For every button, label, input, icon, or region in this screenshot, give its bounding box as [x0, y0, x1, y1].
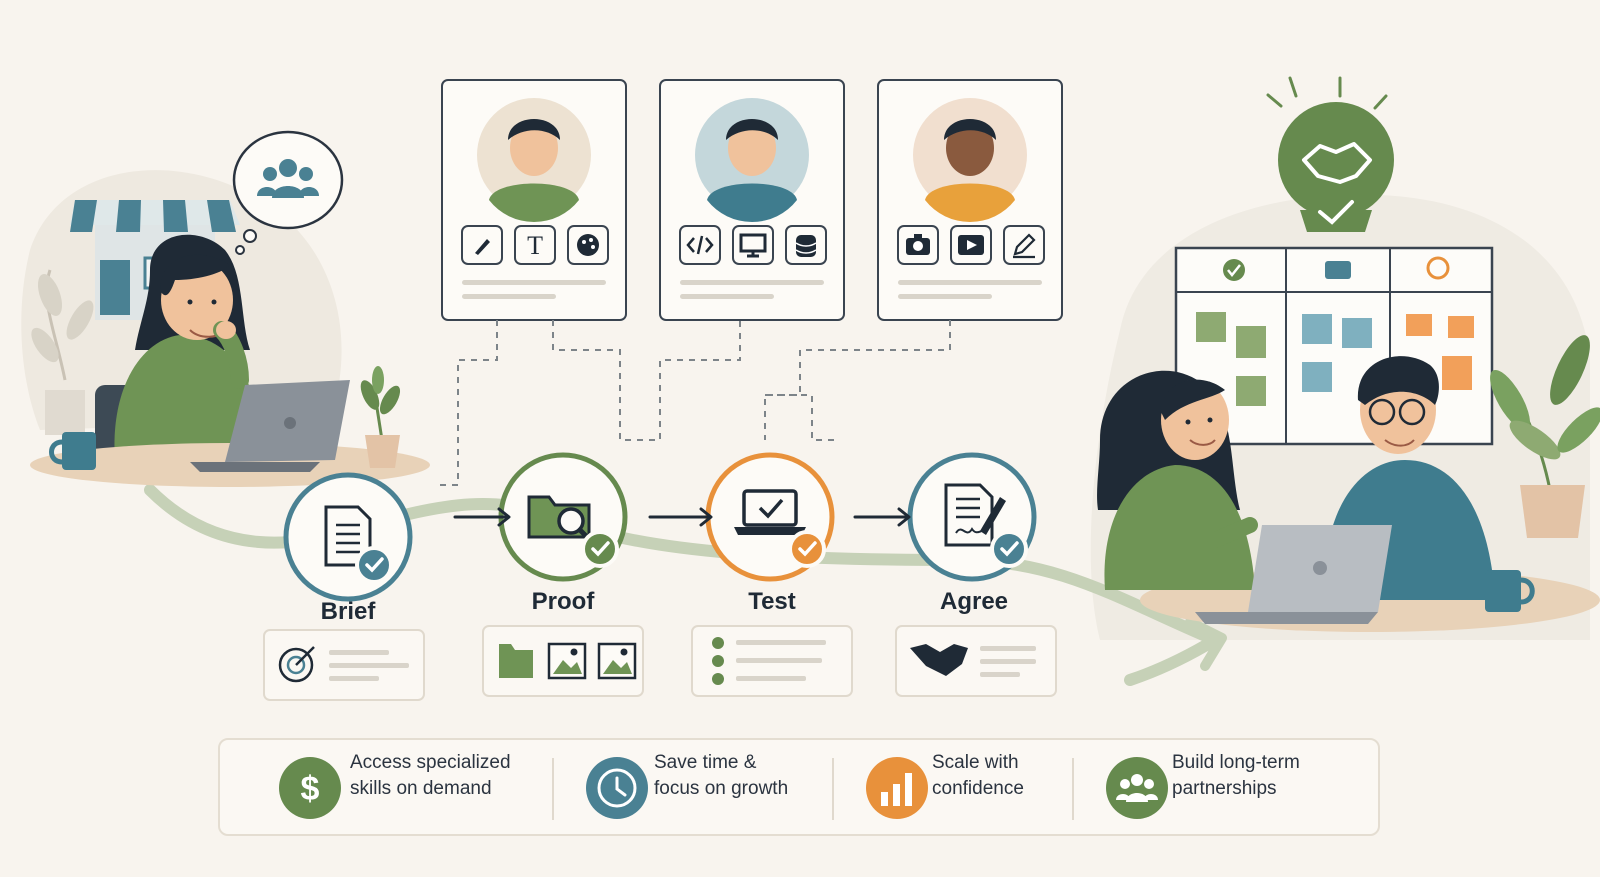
video-play-icon — [950, 225, 992, 265]
placeholder-line — [898, 280, 1042, 285]
placeholder-line — [898, 294, 992, 299]
target-icon — [278, 646, 315, 683]
svg-text:T: T — [527, 231, 543, 260]
process-steps — [263, 452, 1057, 701]
benefit-line: Scale with — [932, 752, 1019, 773]
svg-text:$: $ — [301, 770, 320, 808]
benefit-partnerships: Build long-term partnerships — [1172, 750, 1300, 802]
check-item-icon — [712, 637, 724, 649]
benefit-line: skills on demand — [350, 778, 492, 799]
freelancer-card — [659, 79, 845, 321]
partnership-scene — [1097, 76, 1600, 632]
check-item-icon — [712, 655, 724, 667]
freelancer-card: T — [441, 79, 627, 321]
pen-icon — [461, 225, 503, 265]
image-icon — [597, 642, 637, 680]
step-label-proof: Proof — [531, 588, 595, 615]
coffee-mug — [49, 432, 96, 470]
step-agree — [907, 452, 1037, 582]
placeholder-line — [680, 280, 824, 285]
palette-icon — [567, 225, 609, 265]
step-test — [705, 452, 835, 582]
comment-column-icon — [1325, 261, 1351, 279]
partner-laptop — [1195, 525, 1392, 624]
benefit-line: Save time & — [654, 752, 757, 773]
avatar — [913, 98, 1027, 223]
done-column-icon — [1223, 259, 1245, 281]
step-label-brief: Brief — [320, 598, 376, 625]
check-badge-icon — [581, 530, 619, 568]
group-icon — [1106, 757, 1168, 819]
step-detail-test — [691, 625, 853, 697]
card-connectors — [440, 320, 951, 486]
database-icon — [785, 225, 827, 265]
partner-mug — [1485, 570, 1535, 612]
monitor-icon — [732, 225, 774, 265]
kanban-board — [1174, 246, 1494, 446]
folder-search-icon — [527, 495, 594, 544]
journey-path-arrow-segment — [1124, 634, 1221, 686]
step-detail-agree — [895, 625, 1057, 697]
plant-right — [1490, 335, 1600, 538]
step-proof — [498, 452, 628, 582]
person-column-icon — [1426, 256, 1450, 280]
document-icon — [324, 505, 372, 567]
folder-icon — [499, 644, 533, 678]
lightbulb-handshake-icon — [1266, 76, 1394, 232]
journey-arrowhead — [1185, 617, 1227, 671]
avatar — [477, 98, 591, 223]
check-badge-icon — [788, 530, 826, 568]
laptop-check-icon — [734, 489, 806, 535]
clock-icon — [586, 757, 648, 819]
thought-bubble — [232, 130, 344, 255]
benefit-line: Build long-term — [1172, 752, 1300, 773]
step-detail-brief — [263, 629, 425, 701]
step-label-test: Test — [748, 588, 796, 615]
client-woman — [95, 234, 266, 460]
edit-icon — [1003, 225, 1045, 265]
camera-icon — [897, 225, 939, 265]
step-arrows — [453, 507, 911, 527]
freelancer-cards: T — [441, 79, 1063, 321]
benefit-line: focus on growth — [654, 778, 789, 799]
benefit-scale: Scale with confidence — [932, 750, 1024, 802]
desk-plant — [360, 366, 401, 468]
bar-chart-icon — [866, 757, 928, 819]
dollar-icon: $ — [279, 757, 341, 819]
step-label-agree: Agree — [939, 588, 1009, 615]
handshake-icon — [910, 644, 968, 676]
benefit-line: Access specialized — [350, 752, 511, 773]
step-brief — [283, 472, 413, 602]
partner-woman — [1097, 370, 1258, 590]
benefit-line: partnerships — [1172, 778, 1277, 799]
benefits-icons: $ — [279, 757, 1168, 820]
text-icon: T — [514, 225, 556, 265]
placeholder-line — [462, 294, 556, 299]
avatar — [695, 98, 809, 223]
plant-left — [31, 269, 94, 435]
freelancer-card — [877, 79, 1063, 321]
benefits-panel: $ Access specialized skills on demand Sa… — [218, 738, 1380, 836]
benefit-line: confidence — [932, 778, 1024, 799]
placeholder-line — [680, 294, 774, 299]
benefit-access-skills: Access specialized skills on demand — [350, 750, 511, 802]
benefit-save-time: Save time & focus on growth — [654, 750, 788, 802]
check-item-icon — [712, 673, 724, 685]
check-badge-icon — [990, 530, 1028, 568]
team-icon — [257, 159, 319, 198]
step-detail-proof — [482, 625, 644, 697]
client-laptop — [190, 380, 350, 472]
check-badge-icon — [355, 546, 393, 584]
contract-signature-icon — [944, 483, 1006, 547]
placeholder-line — [462, 280, 606, 285]
client-scene — [30, 130, 430, 487]
code-icon — [679, 225, 721, 265]
image-icon — [547, 642, 587, 680]
